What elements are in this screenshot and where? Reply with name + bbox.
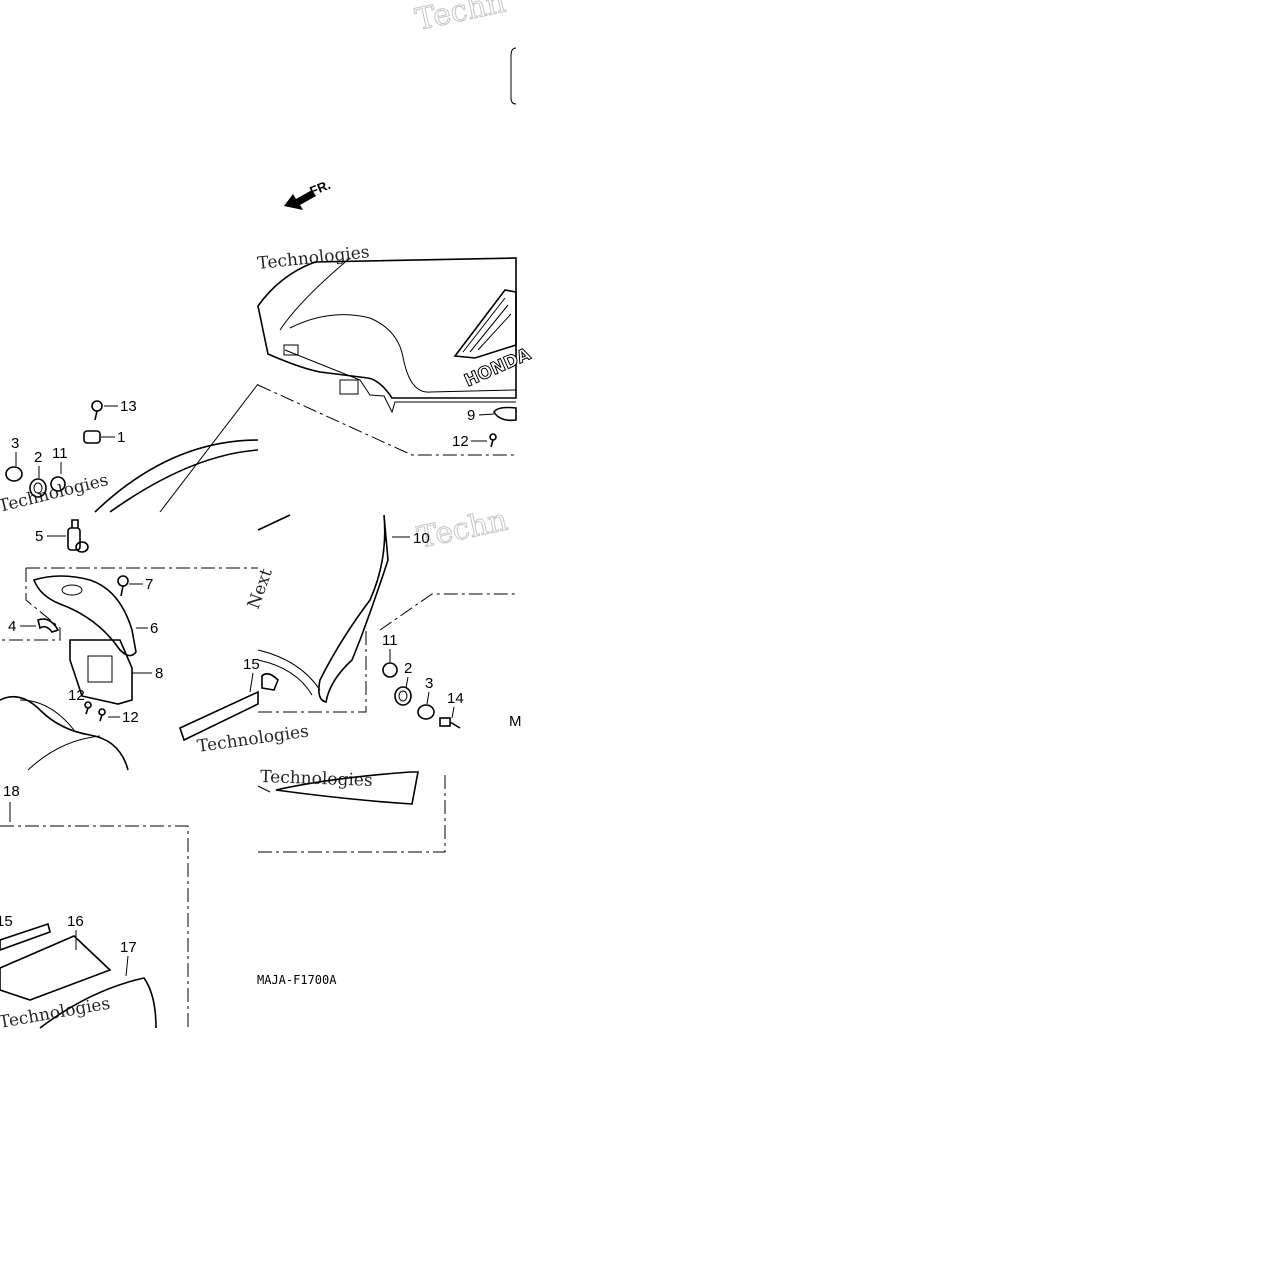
svg-text:FR.: FR. — [308, 177, 333, 199]
callout-15-lower: 15 — [0, 913, 13, 930]
front-direction-arrow: FR. — [284, 177, 333, 210]
callout-6: 6 — [150, 620, 158, 637]
screw-12-upper — [489, 433, 497, 448]
callout-17: 17 — [120, 939, 137, 956]
callout-18: 18 — [3, 783, 20, 800]
callout-13: 13 — [120, 398, 137, 415]
callout-11-left: 11 — [52, 445, 68, 462]
callout-12-left-a: 12 — [68, 687, 85, 704]
callout-11-right: 11 — [382, 632, 398, 649]
callout-8: 8 — [155, 665, 163, 682]
left-fastener-panel: 13 1 3 2 11 Technologies — [0, 383, 259, 517]
callout-3-right: 3 — [425, 675, 433, 692]
callout-2-left: 2 — [34, 449, 42, 466]
lock-assembly-panel: 5 6 7 4 8 12 12 — [0, 519, 258, 771]
watermark-top: Techn — [412, 0, 508, 38]
edge-marker: M — [509, 713, 522, 730]
svg-text:Technologies: Technologies — [260, 767, 373, 791]
callout-4: 4 — [8, 618, 16, 635]
callout-14: 14 — [447, 690, 464, 707]
seat-pad-panel: Technologies — [257, 767, 446, 853]
callout-16: 16 — [67, 913, 84, 930]
seat-assembly-18-panel: 18 15 16 17 Technologies — [0, 783, 189, 1033]
callout-9: 9 — [467, 407, 475, 424]
callout-12-left-b: 12 — [122, 709, 139, 726]
seat-cowl-panel: Technologies HONDA 9 12 — [256, 242, 535, 456]
svg-text:Technologies: Technologies — [256, 242, 370, 274]
frame-corner-top — [510, 47, 517, 105]
svg-text:Technologies: Technologies — [196, 721, 310, 756]
strip-15-center: 15 Technologies — [179, 656, 310, 757]
svg-text:Next: Next — [244, 566, 277, 612]
callout-5: 5 — [35, 528, 43, 545]
figure-code: MAJA-F1700A — [257, 973, 337, 987]
callout-2-right: 2 — [404, 660, 412, 677]
callout-15-center: 15 — [243, 656, 260, 673]
side-cover-panel: 10 Next 11 2 3 14 M — [244, 514, 522, 730]
callout-7: 7 — [145, 576, 153, 593]
callout-3-left: 3 — [11, 435, 19, 452]
svg-text:Technologies: Technologies — [0, 994, 112, 1033]
callout-10: 10 — [413, 530, 430, 547]
callout-1: 1 — [117, 429, 125, 446]
callout-12-upper: 12 — [452, 433, 469, 450]
